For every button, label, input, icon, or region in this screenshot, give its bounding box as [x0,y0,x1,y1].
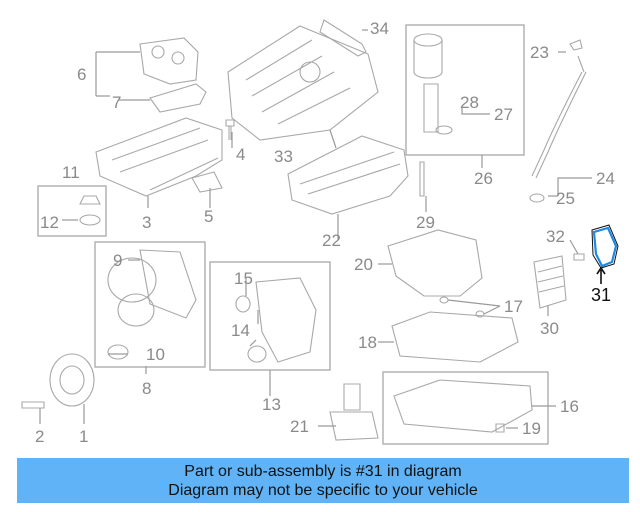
callout-1: 1 [79,427,88,446]
callout-14: 14 [231,321,250,340]
callout-9: 9 [113,251,122,270]
callout-26: 26 [474,169,493,188]
sensor-29 [419,161,425,197]
callout-33: 33 [274,147,293,166]
callout-15: 15 [234,269,253,288]
oil-pan-gasket-18 [391,311,519,363]
callout-31: 31 [591,285,611,305]
oil-filter-housing [413,33,453,135]
intake-manifold-33 [227,25,379,141]
cylinder-head-22 [287,135,409,215]
callout-7: 7 [112,93,121,112]
pulley-1 [49,353,95,407]
timing-cover-8 [107,257,157,327]
oil-pan-16 [393,379,533,433]
pump-21 [329,383,379,441]
oil-filter-group-box [405,24,525,156]
callout-8: 8 [142,379,151,398]
callout-2: 2 [35,427,44,446]
info-banner: Part or sub-assembly is #31 in diagram D… [17,458,629,503]
callout-28: 28 [460,93,479,112]
callout-25: 25 [556,189,575,208]
callout-27: 27 [494,105,513,124]
banner-line-1: Part or sub-assembly is #31 in diagram [184,463,462,480]
callout-30: 30 [540,319,559,338]
oil-cooler-30 [533,255,567,309]
callout-13: 13 [262,395,281,414]
front-cover-13 [255,277,317,363]
callout-19: 19 [522,419,541,438]
bracket-5 [191,171,223,193]
callout-16: 16 [560,397,579,416]
bolt-19 [495,423,505,433]
callout-labels: 6 7 4 3 5 11 12 9 10 8 15 14 13 2 1 21 2… [35,19,615,446]
callout-29: 29 [416,213,435,232]
arrow-31 [596,266,606,284]
callout-20: 20 [354,255,373,274]
gasket-6 [139,37,199,85]
callout-5: 5 [204,207,213,226]
oil-cap [79,195,101,226]
timing-cover-group-box [94,241,206,368]
callout-17: 17 [504,297,523,316]
timing-gasket-9 [139,249,197,319]
valve-cover-3 [95,117,223,197]
banner-line-2: Diagram may not be specific to your vehi… [168,482,478,499]
oil-pan-group-box [382,371,549,445]
callout-6: 6 [77,65,86,84]
callout-3: 3 [142,213,151,232]
gasket-7 [149,83,207,113]
callout-23: 23 [530,43,549,62]
bolt-4 [225,119,235,140]
callout-12: 12 [40,213,59,232]
cap-group-box [37,185,107,237]
gasket-34 [319,19,367,57]
seal-15 [235,295,251,313]
callout-4: 4 [236,145,245,164]
bolt-32 [573,253,585,261]
seal-10 [107,344,129,360]
callout-10: 10 [146,345,165,364]
front-cover-group-box [209,261,331,371]
cover-20 [387,229,483,297]
bolt-2 [21,401,45,409]
leader-lines [39,29,592,429]
callout-11: 11 [62,163,80,182]
callout-24: 24 [596,169,615,188]
callout-32: 32 [546,227,565,246]
callout-18: 18 [358,333,377,352]
seal-14 [247,345,267,363]
callout-21: 21 [290,417,309,436]
highlighted-part-31-outline [591,224,619,269]
highlighted-part-31 [592,226,618,268]
dipstick-24 [529,39,587,203]
callout-34: 34 [370,19,389,38]
callout-22: 22 [322,231,341,250]
